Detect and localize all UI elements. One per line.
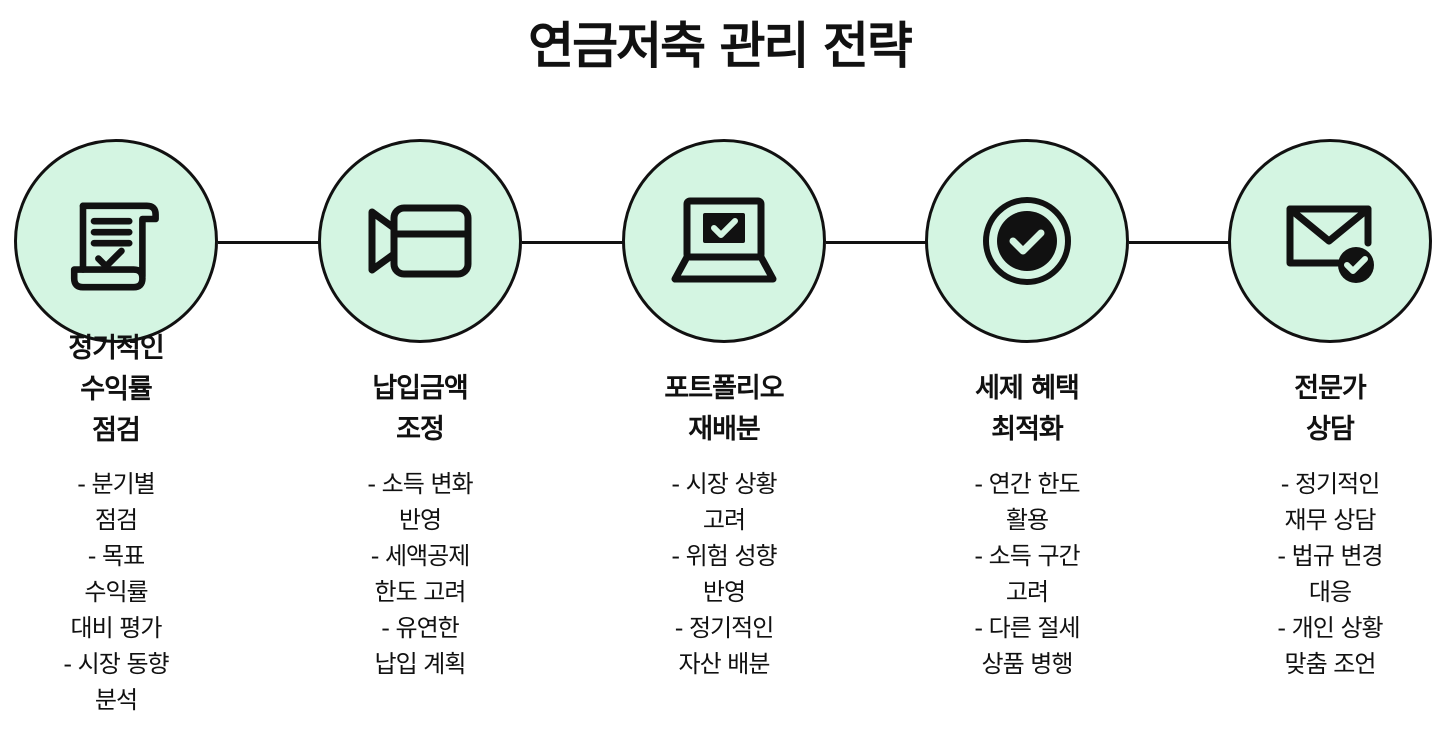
page-title: 연금저축 관리 전략 bbox=[528, 17, 913, 75]
connector-line-3 bbox=[826, 241, 926, 244]
step-3-circle bbox=[622, 139, 826, 343]
step-4-description: - 연간 한도 활용 - 소득 구간 고려 - 다른 절세 상품 병행 bbox=[974, 470, 1080, 678]
step-2-description: - 소득 변화 반영 - 세액공제 한도 고려 - 유연한 납입 계획 bbox=[367, 470, 473, 678]
step-1-circle bbox=[14, 139, 218, 343]
mail-check-icon bbox=[1280, 191, 1380, 291]
step-5-description: - 정기적인 재무 상담 - 법규 변경 대응 - 개인 상황 맞춤 조언 bbox=[1277, 470, 1383, 678]
connector-line-2 bbox=[522, 241, 624, 244]
video-camera-icon bbox=[364, 196, 476, 286]
step-3-title: 포트폴리오 재배분 bbox=[664, 373, 784, 445]
step-3-description: - 시장 상황 고려 - 위험 성향 반영 - 정기적인 자산 배분 bbox=[671, 470, 777, 678]
laptop-check-icon bbox=[669, 191, 779, 291]
connector-line-1 bbox=[218, 241, 320, 244]
check-circle-icon bbox=[981, 195, 1073, 287]
scroll-check-icon bbox=[61, 186, 171, 296]
step-2-title: 납입금액 조정 bbox=[372, 373, 468, 445]
connector-line-4 bbox=[1129, 241, 1230, 244]
step-5-title: 전문가 상담 bbox=[1294, 373, 1367, 445]
step-4-title: 세제 혜택 최적화 bbox=[975, 373, 1080, 445]
step-2-circle bbox=[318, 139, 522, 343]
step-1-title: 정기적인 수익률 점검 bbox=[68, 333, 164, 446]
step-4-circle bbox=[925, 139, 1129, 343]
step-5-circle bbox=[1228, 139, 1432, 343]
step-1-description: - 분기별 점검 - 목표 수익률 대비 평가 - 시장 동향 분석 bbox=[63, 470, 169, 714]
